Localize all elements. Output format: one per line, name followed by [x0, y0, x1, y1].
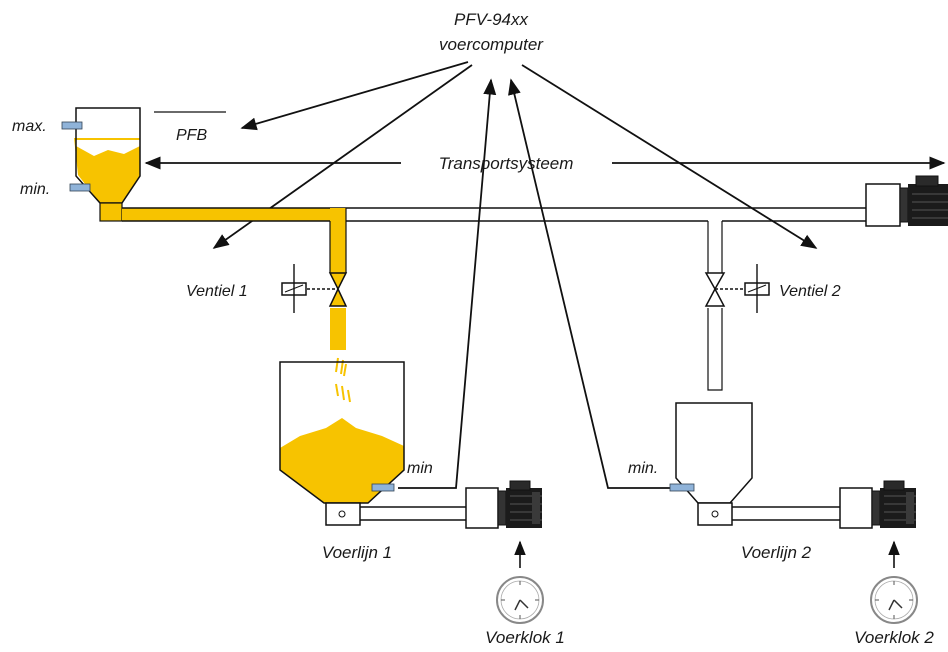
- voerklok2-label: Voerklok 2: [854, 628, 934, 647]
- arrow-to-ventiel2: [521, 64, 818, 249]
- ventiel2-label: Ventiel 2: [779, 283, 841, 300]
- hopper-1: [279, 361, 405, 526]
- min-label-top: min.: [20, 181, 50, 198]
- min-label-hopper2: min.: [628, 460, 658, 477]
- feed-line-1: [360, 480, 544, 624]
- min-label-hopper1: min: [407, 460, 433, 477]
- voerlijn1-label: Voerlijn 1: [322, 543, 392, 562]
- computer-arrows: [144, 61, 946, 489]
- valve-1-icon: [281, 264, 348, 313]
- motor-1-icon: [465, 480, 543, 529]
- pfb-label: PFB: [176, 127, 207, 144]
- computer-title-line2: voercomputer: [439, 35, 544, 54]
- voerlijn2-label: Voerlijn 2: [741, 543, 812, 562]
- branch-pipe-2: [707, 221, 723, 391]
- transport-motor-icon: [865, 175, 948, 227]
- clock-1-icon: [496, 576, 544, 624]
- max-sensor-icon: [61, 121, 83, 130]
- hopper1-min-sensor-icon: [371, 483, 395, 492]
- clock-2-icon: [870, 576, 918, 624]
- min-sensor-icon: [69, 183, 91, 192]
- pfb-silo: [61, 107, 141, 222]
- voerklok1-label: Voerklok 1: [485, 628, 565, 647]
- arrow-min-hopper2: [508, 78, 670, 489]
- main-pipe: [122, 207, 866, 222]
- valve-2-icon: [704, 264, 770, 313]
- motor-2-icon: [839, 480, 917, 529]
- arrow-min-hopper1: [398, 78, 497, 489]
- feed-line-2: [732, 480, 918, 624]
- branch-pipe-1: [329, 208, 347, 350]
- arrow-to-pfb: [240, 61, 469, 131]
- hopper2-min-sensor-icon: [669, 483, 695, 492]
- hopper-2: [669, 402, 753, 526]
- transport-label: Transportsysteem: [439, 154, 574, 173]
- max-label: max.: [12, 118, 47, 135]
- falling-feed: [335, 357, 351, 403]
- ventiel1-label: Ventiel 1: [186, 283, 248, 300]
- computer-title-line1: PFV-94xx: [454, 10, 529, 29]
